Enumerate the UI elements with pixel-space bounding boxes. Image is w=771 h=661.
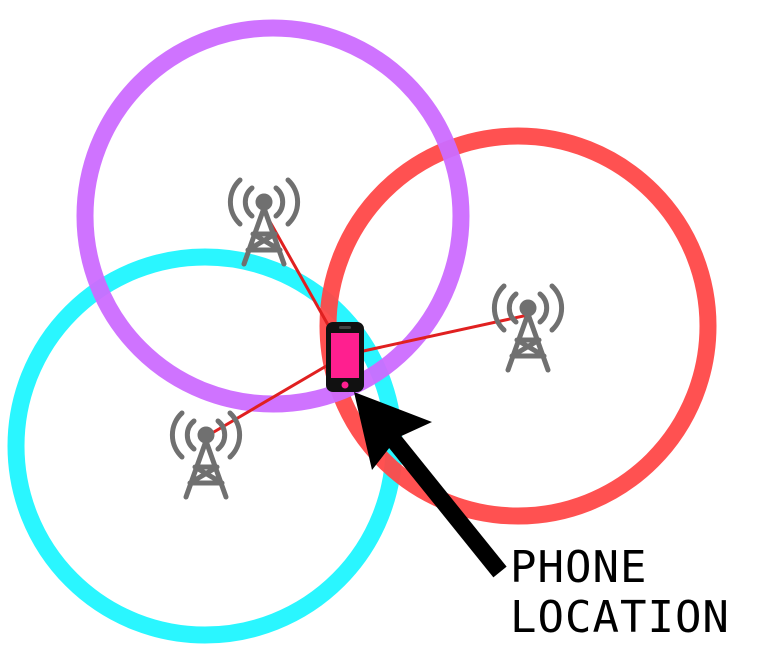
caption-line-2: LOCATION (510, 592, 730, 643)
cell-tower-icon (172, 413, 239, 497)
coverage-circle-purple (76, 19, 470, 413)
signal-line-left-tower (206, 353, 346, 438)
cell-tower-icon (494, 286, 561, 370)
phone-location-label: PHONE LOCATION (510, 543, 730, 643)
coverage-circle-red (319, 127, 717, 525)
arrow-icon (354, 392, 507, 578)
smartphone-icon (326, 322, 364, 392)
caption-line-1: PHONE (510, 542, 648, 593)
